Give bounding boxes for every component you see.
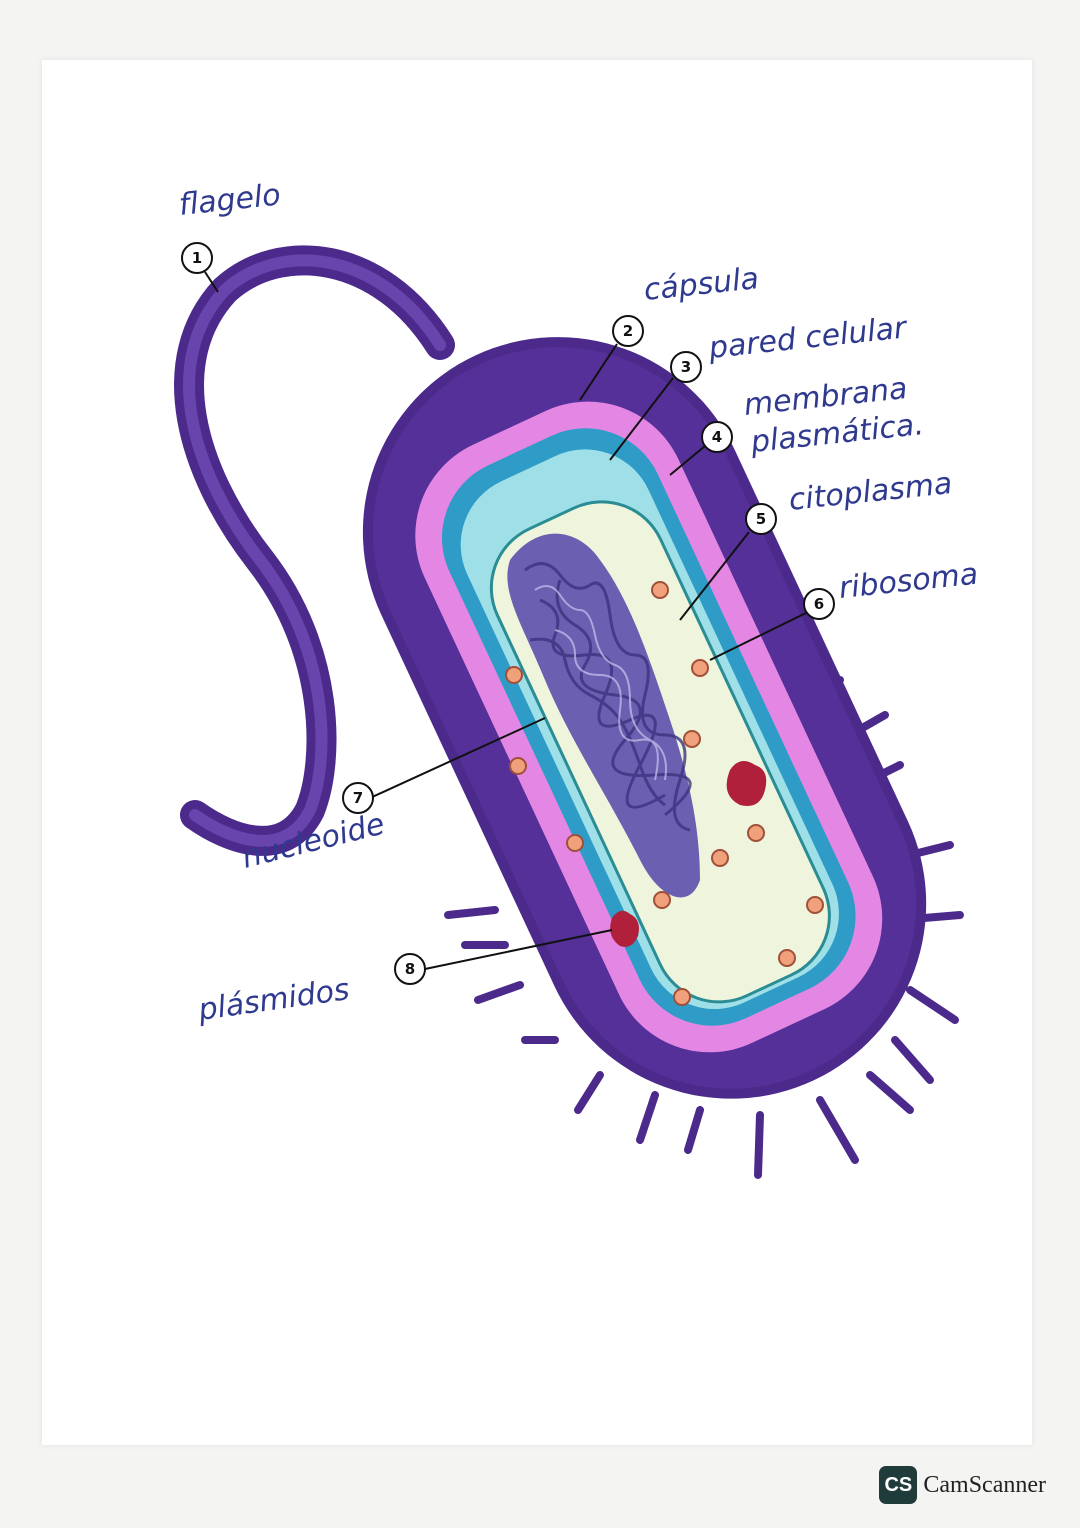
svg-text:2: 2 — [623, 322, 633, 340]
ribosomes — [505, 581, 824, 1006]
marker-1: 1 — [181, 242, 213, 274]
marker-4: 4 — [701, 421, 733, 453]
svg-text:5: 5 — [756, 510, 766, 528]
label-pared-celular: pared celular — [706, 310, 909, 366]
plasmids — [610, 761, 767, 947]
svg-text:4: 4 — [712, 428, 722, 446]
marker-7: 7 — [342, 782, 374, 814]
marker-8: 8 — [394, 953, 426, 985]
camscanner-watermark: CS CamScanner — [879, 1466, 1046, 1504]
svg-text:7: 7 — [353, 789, 363, 807]
label-capsula: cápsula — [642, 261, 760, 308]
svg-text:8: 8 — [405, 960, 415, 978]
label-ribosoma: ribosoma — [837, 557, 980, 606]
label-citoplasma: citoplasma — [787, 466, 954, 518]
marker-5: 5 — [745, 503, 777, 535]
camscanner-name: CamScanner — [923, 1471, 1046, 1498]
nucleoid — [507, 533, 700, 898]
svg-text:1: 1 — [192, 249, 202, 267]
marker-6: 6 — [803, 588, 835, 620]
svg-text:3: 3 — [681, 358, 691, 376]
marker-2: 2 — [612, 315, 644, 347]
label-plasmidos: plásmidos — [195, 972, 351, 1028]
svg-text:6: 6 — [814, 595, 824, 613]
marker-3: 3 — [670, 351, 702, 383]
leader-lines — [204, 271, 807, 970]
label-flagelo: flagelo — [177, 177, 282, 222]
camscanner-logo: CS — [879, 1466, 918, 1504]
